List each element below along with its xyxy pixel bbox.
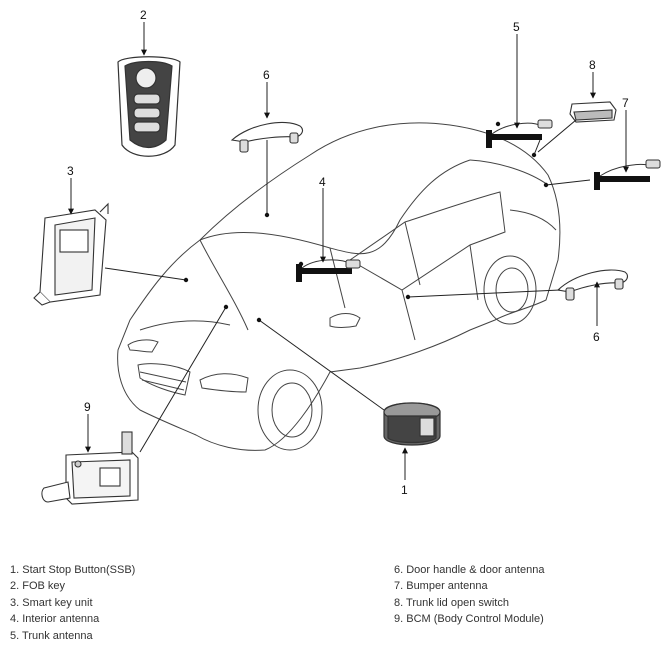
legend-item-9: 9. BCM (Body Control Module): [394, 613, 544, 626]
bumper-antenna-illustration: [594, 159, 661, 190]
callout-6-top: 6: [263, 68, 270, 82]
callout-numbers: 2 3 4 5 6 8 7 6 1 9: [67, 8, 629, 497]
car-illustration: [117, 122, 561, 451]
fob-key-illustration: [117, 56, 181, 157]
callout-1: 1: [401, 483, 408, 497]
door-handle-top-illustration: [230, 121, 304, 153]
bcm-illustration: [41, 431, 139, 505]
legend-item-5: 5. Trunk antenna: [10, 629, 93, 642]
callout-9: 9: [84, 400, 91, 414]
callout-7: 7: [622, 96, 629, 110]
callout-4: 4: [319, 175, 326, 189]
location-dots: [183, 121, 549, 323]
smart-key-unit-illustration: [33, 202, 109, 306]
callout-3: 3: [67, 164, 74, 178]
callout-2: 2: [140, 8, 147, 22]
leader-lines: [68, 22, 629, 480]
legend-right: 6. Door handle & door antenna 7. Bumper …: [394, 562, 544, 628]
legend-item-3: 3. Smart key unit: [10, 596, 93, 609]
legend-item-4: 4. Interior antenna: [10, 613, 100, 626]
callout-8: 8: [589, 58, 596, 72]
legend-item-6: 6. Door handle & door antenna: [394, 564, 545, 576]
interior-antenna-illustration: [296, 259, 361, 282]
legend-item-8: 8. Trunk lid open switch: [394, 596, 509, 609]
legend-item-2: 2. FOB key: [10, 580, 66, 593]
legend-item-1: 1. Start Stop Button(SSB): [10, 564, 136, 576]
legend-left: 1. Start Stop Button(SSB) 2. FOB key 3. …: [10, 562, 135, 644]
callout-6-right: 6: [593, 330, 600, 344]
legend-item-7: 7. Bumper antenna: [394, 580, 488, 593]
callout-5: 5: [513, 20, 520, 34]
parts-location-diagram: 2 3 4 5 6 8 7 6 1 9: [33, 8, 661, 505]
door-handle-right-illustration: [556, 269, 629, 301]
trunk-lid-switch-illustration: [569, 101, 617, 123]
start-stop-button-illustration: [383, 402, 441, 446]
